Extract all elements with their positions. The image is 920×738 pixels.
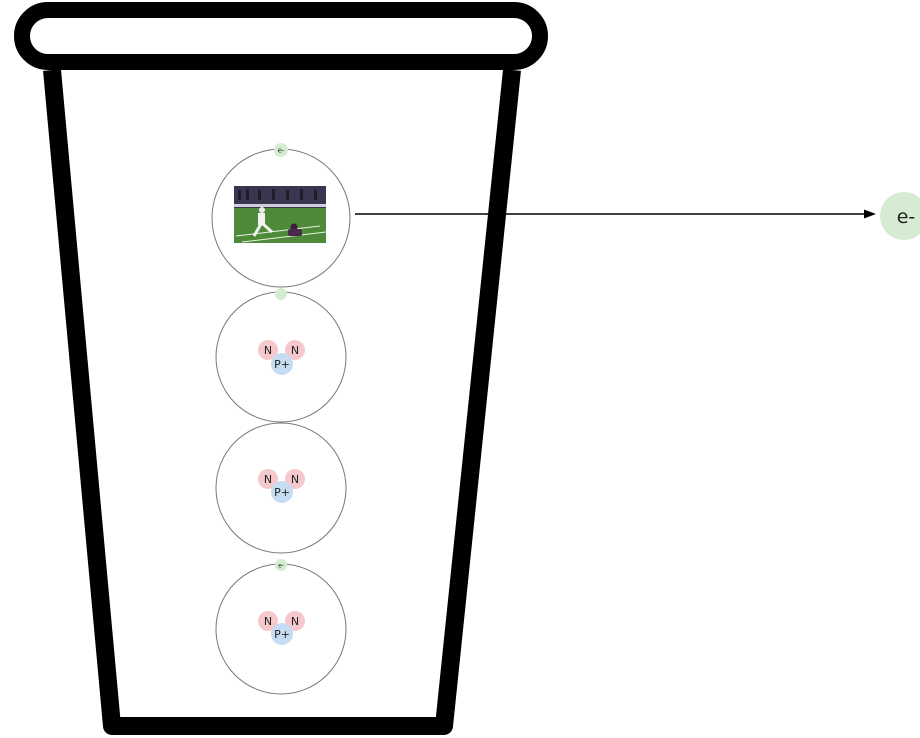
atom-4-electron-label: e-	[278, 563, 284, 570]
atom-2: N N P+	[216, 288, 346, 422]
cup-rim	[22, 10, 540, 62]
atom-2-neutron-right-label: N	[291, 344, 299, 357]
atom-1-electron-label: e-	[278, 147, 285, 155]
ejection-arrow	[355, 210, 876, 219]
atom-4-neutron-left-label: N	[264, 615, 272, 628]
free-electron-label: e-	[897, 206, 916, 228]
atom-4-proton-label: P+	[274, 628, 290, 641]
atom-2-neutron-left-label: N	[264, 344, 272, 357]
atom-3: N N P+	[216, 423, 346, 553]
atom-2-electron	[275, 288, 287, 300]
arrow-head	[864, 210, 876, 219]
atom-1: e-	[212, 143, 350, 287]
atom-3-proton-label: P+	[274, 486, 290, 499]
atom-3-neutron-right-label: N	[291, 473, 299, 486]
atom-4-neutron-right-label: N	[291, 615, 299, 628]
free-electron: e-	[880, 192, 920, 240]
atom-3-neutron-left-label: N	[264, 473, 272, 486]
atom-4: e- N N P+	[216, 559, 346, 694]
football-kick-photo	[234, 186, 326, 243]
atom-2-proton-label: P+	[274, 358, 290, 371]
